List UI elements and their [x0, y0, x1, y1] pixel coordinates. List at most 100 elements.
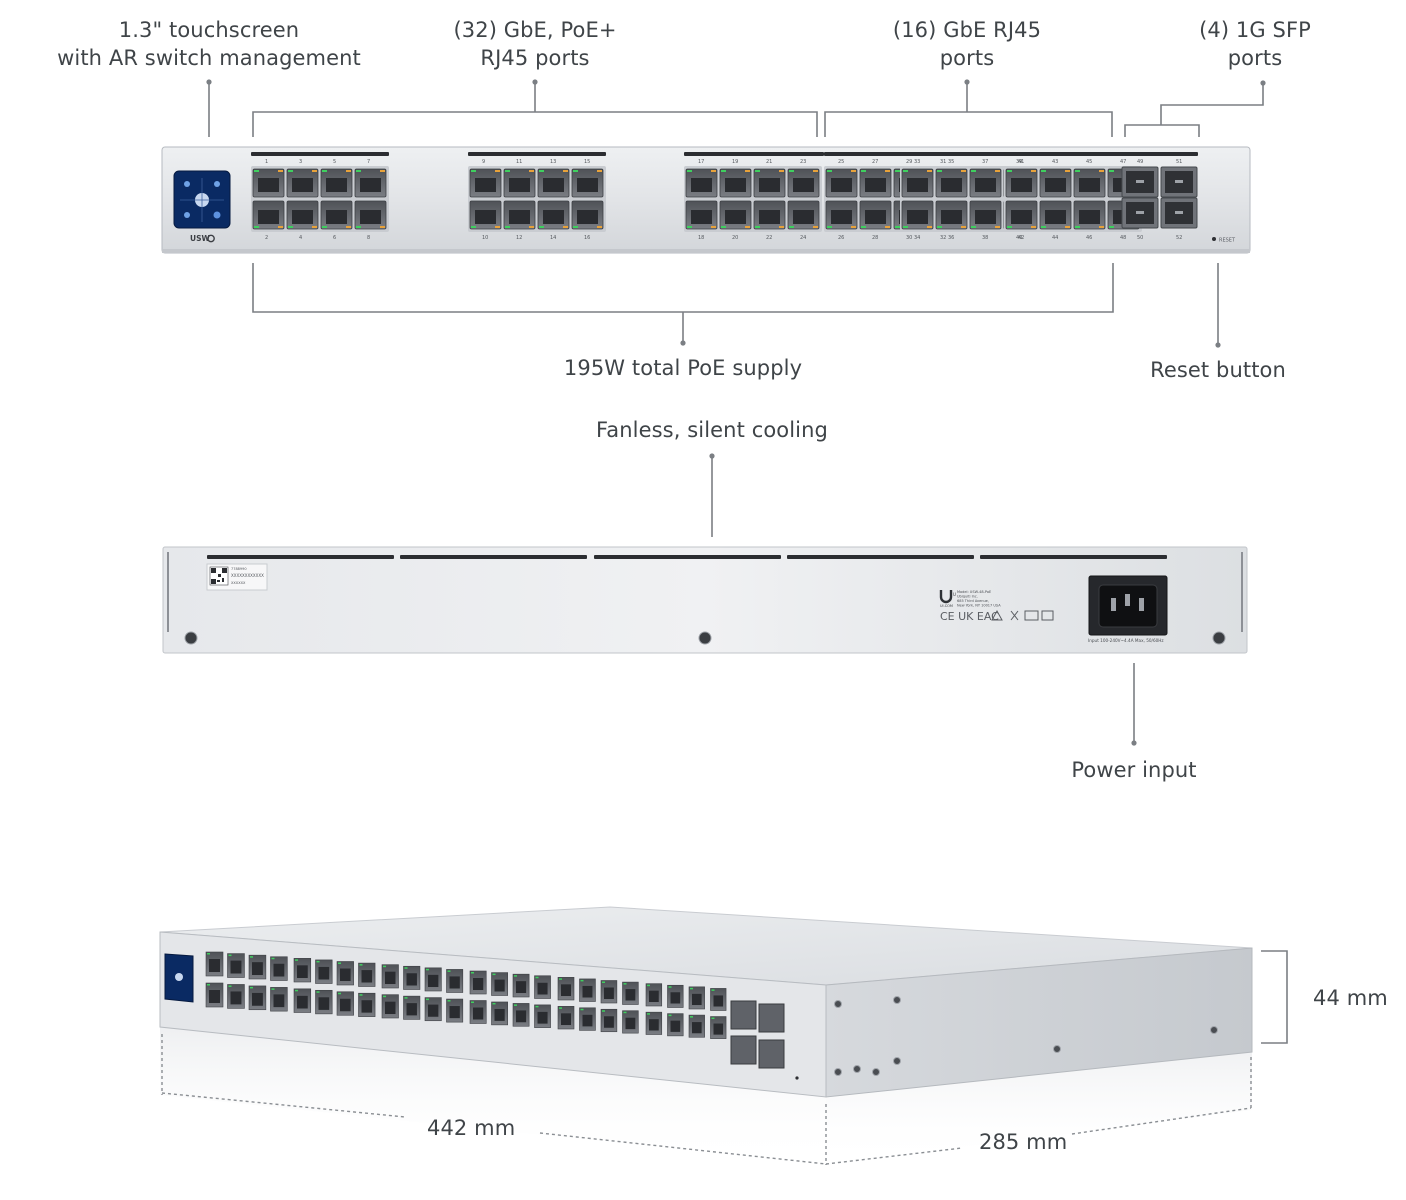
port-number-top: 41: [1018, 159, 1024, 165]
perspective-rj45-port: [491, 1001, 508, 1026]
perspective-rj45-port: [227, 953, 245, 978]
sfp-port[interactable]: [1160, 166, 1198, 198]
serial-label: 7788990 XXXXXXXXXXXX XXXXXX: [206, 563, 268, 591]
rj45-port[interactable]: [787, 200, 820, 230]
port-number-bottom: 28: [872, 235, 878, 241]
rj45-port[interactable]: [787, 168, 820, 198]
rj45-port[interactable]: [286, 200, 319, 230]
rj45-port[interactable]: [1073, 168, 1106, 198]
rj45-port[interactable]: [537, 168, 570, 198]
rj45-port[interactable]: [320, 168, 353, 198]
rj45-port[interactable]: [719, 200, 752, 230]
rating-label: U UI.COM Model: USW-48-PoE Ubiquiti Inc.…: [939, 590, 1054, 623]
rj45-port[interactable]: [1005, 200, 1038, 230]
port-number-top: 3: [299, 159, 302, 165]
rj45-port[interactable]: [935, 168, 968, 198]
rj45-port[interactable]: [969, 168, 1002, 198]
port-number-bottom: 10: [482, 235, 488, 241]
rj45-port[interactable]: [320, 200, 353, 230]
dimension-lines: [161, 1034, 1252, 1165]
port-number-bottom: 22: [766, 235, 772, 241]
perspective-rj45-port: [336, 991, 354, 1016]
ubiquiti-logo-icon: [939, 590, 953, 604]
reset-text: RESET: [1219, 238, 1236, 244]
rj45-port[interactable]: [825, 200, 858, 230]
port-number-top: 7: [367, 159, 370, 165]
sfp-port[interactable]: [1121, 197, 1159, 229]
perspective-rj45-port: [358, 962, 376, 987]
leader-lines: [208, 82, 1288, 1044]
rj45-port[interactable]: [537, 200, 570, 230]
rear-view: 7788990 XXXXXXXXXXXX XXXXXX U UI.COM Mod…: [162, 546, 1248, 654]
rj45-port[interactable]: [571, 200, 604, 230]
rj45-port[interactable]: [685, 200, 718, 230]
rj45-port[interactable]: [252, 168, 285, 198]
rj45-port[interactable]: [286, 168, 319, 198]
callout-cooling: Fanless, silent cooling: [596, 418, 828, 442]
rj45-port[interactable]: [1005, 168, 1038, 198]
port-number-top: 13: [550, 159, 556, 165]
power-inlet[interactable]: [1088, 575, 1168, 636]
rj45-port[interactable]: [354, 200, 387, 230]
perspective-rj45-port: [600, 1008, 618, 1033]
perspective-rj45-port: [710, 988, 727, 1011]
callout-poe-supply: 195W total PoE supply: [563, 356, 803, 380]
port-block: [251, 166, 389, 232]
perspective-rj45-port: [622, 981, 639, 1005]
port-number-bottom: 26: [838, 235, 844, 241]
rj45-port[interactable]: [1073, 200, 1106, 230]
rj45-port[interactable]: [901, 168, 934, 198]
dimension-depth: 285 mm: [979, 1130, 1068, 1154]
perspective-rj45-port: [534, 1004, 551, 1028]
port-number-top: 25: [838, 159, 844, 165]
rj45-port[interactable]: [969, 200, 1002, 230]
callout-sfp-ports-line-1: (4) 1G SFP: [1199, 18, 1311, 42]
rear-vent-slots: [207, 555, 1167, 559]
perspective-sfp-port: [758, 1003, 785, 1033]
perspective-rj45-port: [293, 988, 312, 1013]
rj45-port[interactable]: [859, 200, 892, 230]
rj45-port[interactable]: [354, 168, 387, 198]
sfp-port[interactable]: [1160, 197, 1198, 229]
rj45-port[interactable]: [685, 168, 718, 198]
perspective-rj45-port: [446, 969, 464, 993]
callout-gbe-ports: (16) GbE RJ45 ports: [893, 16, 1041, 72]
sfp-number-top: 49: [1137, 159, 1143, 165]
sfp-port[interactable]: [1121, 166, 1159, 198]
port-number-bottom: 18: [698, 235, 704, 241]
rj45-port[interactable]: [252, 200, 285, 230]
perspective-rj45-port: [270, 987, 288, 1012]
rj45-port[interactable]: [1039, 168, 1072, 198]
rj45-port[interactable]: [1039, 200, 1072, 230]
reset-hole[interactable]: [1212, 237, 1216, 241]
rj45-port[interactable]: [469, 168, 502, 198]
rj45-port[interactable]: [503, 200, 536, 230]
rj45-port[interactable]: [753, 168, 786, 198]
vent-slot: [1122, 152, 1198, 156]
vent-slot: [1004, 152, 1142, 156]
rj45-port[interactable]: [753, 200, 786, 230]
serial-line-3: XXXXXX: [231, 581, 246, 585]
port-number-bottom: 34: [914, 235, 920, 241]
port-number-bottom: 4: [299, 235, 302, 241]
port-number-bottom: 30: [906, 235, 912, 241]
port-number-top: 9: [482, 159, 485, 165]
rj45-port[interactable]: [719, 168, 752, 198]
rear-screws: [184, 631, 1226, 645]
callout-sfp-ports: (4) 1G SFP ports: [1199, 16, 1311, 72]
rj45-port[interactable]: [825, 168, 858, 198]
rj45-port[interactable]: [859, 168, 892, 198]
port-number-top: 31: [940, 159, 946, 165]
perspective-rj45-port: [667, 984, 684, 1008]
rj45-port[interactable]: [901, 200, 934, 230]
port-number-top: 47: [1120, 159, 1126, 165]
rj45-port[interactable]: [503, 168, 536, 198]
rj45-port[interactable]: [935, 200, 968, 230]
perspective-rj45-port: [205, 951, 224, 977]
perspective-ports: [205, 951, 785, 1069]
rj45-port[interactable]: [469, 200, 502, 230]
rj45-port[interactable]: [571, 168, 604, 198]
callout-poe-ports: (32) GbE, PoE+ RJ45 ports: [453, 16, 616, 72]
brand-domain: UI.COM: [940, 604, 953, 608]
dimension-width: 442 mm: [427, 1116, 516, 1140]
